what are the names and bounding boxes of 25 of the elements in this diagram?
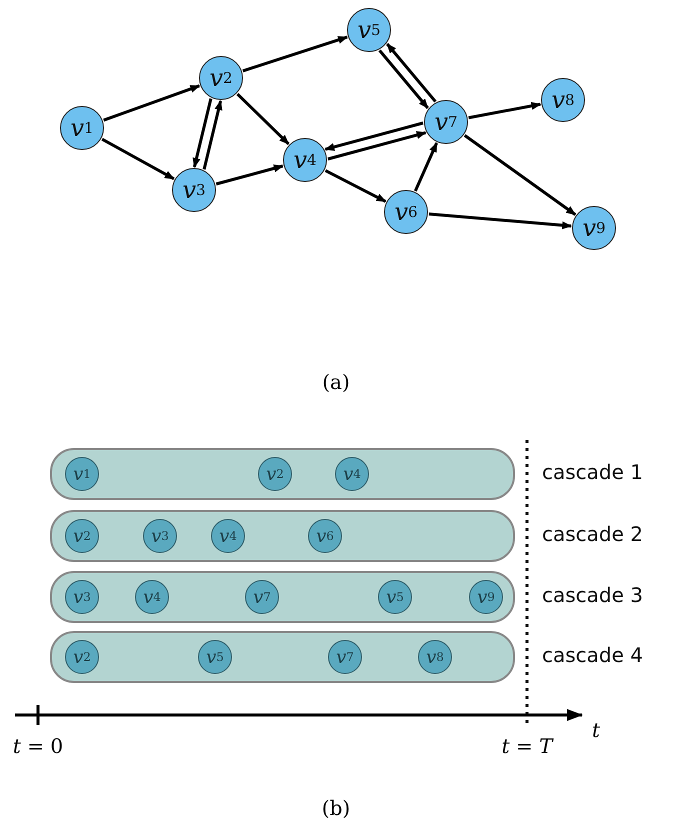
arrow <box>464 134 576 216</box>
arrow <box>378 49 429 109</box>
axis-label: t <box>592 718 600 742</box>
arrow <box>414 142 438 192</box>
arrow <box>328 131 427 160</box>
cascade-label: cascade 4 <box>542 643 644 667</box>
arrow <box>324 122 424 151</box>
cascade-label: cascade 1 <box>542 460 644 484</box>
arrow <box>236 93 290 145</box>
cascade-label: cascade 3 <box>542 583 644 607</box>
axis-tick-label: t = T <box>502 734 552 758</box>
arrow <box>468 102 542 120</box>
axis-tick-label: t = 0 <box>12 734 64 758</box>
arrow <box>242 36 348 72</box>
arrow <box>324 169 386 203</box>
arrow <box>386 43 437 103</box>
arrow <box>428 212 572 230</box>
arrow <box>103 84 200 122</box>
arrow <box>192 98 212 168</box>
panel-label: (a) <box>322 370 350 394</box>
arrow <box>202 100 222 170</box>
panel-label: (b) <box>322 796 350 820</box>
arrow <box>101 138 175 180</box>
cascade-label: cascade 2 <box>542 522 644 546</box>
arrow <box>216 164 284 186</box>
